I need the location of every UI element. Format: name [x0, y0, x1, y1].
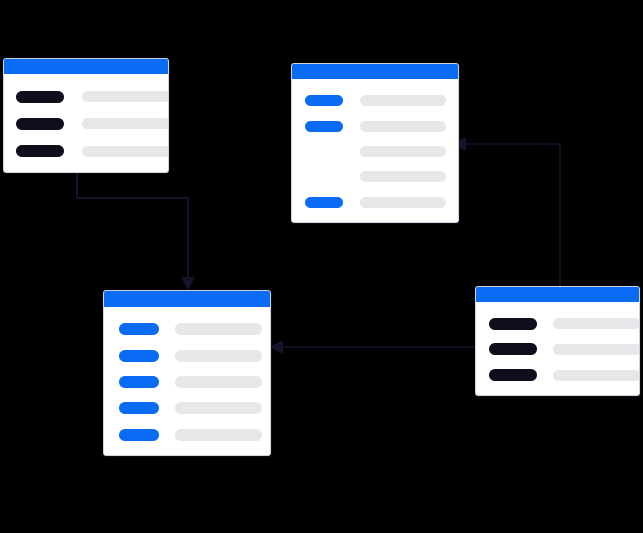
entity-card-body	[4, 74, 168, 172]
field-key-badge	[119, 375, 159, 388]
field-key-badge	[305, 196, 343, 208]
field-value-bar	[82, 118, 168, 130]
entity-card-header	[104, 291, 270, 307]
field-value-bar	[82, 145, 168, 157]
entity-field-row[interactable]	[119, 349, 262, 362]
connector-path	[466, 143, 561, 287]
arrowhead-down-icon	[181, 277, 195, 290]
connector-bottom-right-to-top-right[interactable]	[453, 137, 561, 287]
field-key-badge	[489, 369, 537, 382]
entity-card-top-left[interactable]	[3, 58, 169, 173]
field-key-badge	[489, 343, 537, 356]
entity-card-bottom-right[interactable]	[475, 286, 640, 396]
connector-top-left-to-bottom-left[interactable]	[76, 173, 195, 290]
field-value-bar	[360, 120, 446, 132]
entity-field-row[interactable]	[305, 196, 448, 208]
arrowhead-left-icon	[270, 340, 283, 354]
field-value-bar	[553, 318, 639, 330]
entity-field-row[interactable]	[305, 120, 448, 132]
field-value-bar	[175, 428, 262, 441]
entity-field-row[interactable]	[119, 402, 262, 415]
field-value-bar	[360, 196, 446, 208]
entity-card-body	[476, 302, 639, 395]
field-key-badge	[305, 120, 343, 132]
entity-field-row[interactable]	[489, 369, 639, 382]
field-key-badge	[16, 90, 64, 103]
entity-field-row[interactable]	[119, 428, 262, 441]
field-value-bar	[360, 145, 446, 157]
field-key-badge	[119, 323, 159, 336]
entity-field-row[interactable]	[16, 117, 168, 130]
entity-card-bottom-left[interactable]	[103, 290, 271, 456]
entity-field-row[interactable]	[489, 343, 639, 356]
entity-card-header	[476, 287, 639, 302]
field-key-badge	[119, 402, 159, 415]
field-value-bar	[175, 402, 262, 415]
connector-path	[76, 173, 189, 284]
entity-card-body	[292, 79, 458, 222]
field-key-badge	[489, 317, 537, 330]
field-value-bar	[82, 91, 168, 103]
entity-field-row[interactable]	[16, 145, 168, 158]
field-key-placeholder	[305, 146, 343, 157]
field-value-bar	[175, 323, 262, 336]
entity-field-row[interactable]	[305, 95, 448, 107]
field-key-badge	[119, 428, 159, 441]
field-value-bar	[553, 343, 639, 355]
field-key-badge	[16, 117, 64, 130]
entity-card-header	[4, 59, 168, 74]
field-value-bar	[175, 375, 262, 388]
entity-field-row[interactable]	[119, 323, 262, 336]
entity-card-body	[104, 307, 270, 455]
field-key-placeholder	[305, 171, 343, 182]
entity-field-row[interactable]	[489, 317, 639, 330]
entity-field-row[interactable]	[305, 145, 448, 157]
connector-bottom-right-to-bottom-left[interactable]	[270, 340, 476, 354]
field-key-badge	[119, 349, 159, 362]
entity-field-row[interactable]	[119, 375, 262, 388]
entity-field-row[interactable]	[16, 90, 168, 103]
entity-card-header	[292, 64, 458, 79]
field-value-bar	[175, 349, 262, 362]
field-value-bar	[360, 171, 446, 183]
field-key-badge	[305, 95, 343, 107]
entity-field-row[interactable]	[305, 171, 448, 183]
field-key-badge	[16, 145, 64, 158]
entity-card-top-right[interactable]	[291, 63, 459, 223]
field-value-bar	[553, 369, 639, 381]
field-value-bar	[360, 95, 446, 107]
